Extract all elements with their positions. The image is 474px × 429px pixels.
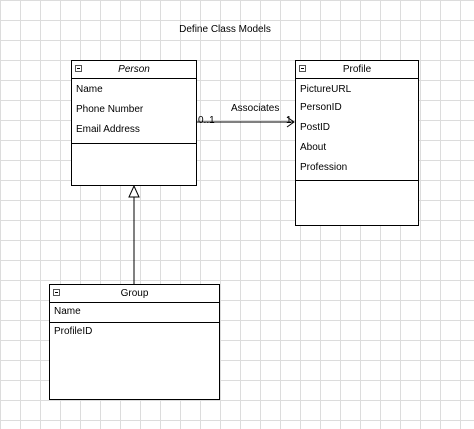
class-profile[interactable]: Profile PictureURL PersonID PostID About… <box>295 60 419 226</box>
diagram-title: Define Class Models <box>179 24 271 35</box>
attribute-profession[interactable]: Profession <box>300 162 348 173</box>
generalization-arrowhead <box>128 184 140 198</box>
class-group-attributes: Name <box>50 303 219 323</box>
class-person[interactable]: Person Name Phone Number Email Address <box>71 60 197 186</box>
class-group-section-2: ProfileID <box>50 323 219 363</box>
class-person-name: Person <box>118 64 150 75</box>
class-group-header[interactable]: Group <box>50 285 219 303</box>
collapse-icon[interactable] <box>299 65 306 72</box>
attribute-about[interactable]: About <box>300 142 327 153</box>
class-group[interactable]: Group Name ProfileID <box>49 284 220 400</box>
collapse-icon[interactable] <box>53 289 60 296</box>
attribute-person-id[interactable]: PersonID <box>300 102 342 113</box>
attribute-profile-id[interactable]: ProfileID <box>54 326 93 337</box>
attribute-post-id[interactable]: PostID <box>300 122 331 133</box>
association-arrowhead <box>286 116 295 128</box>
attribute-phone-number[interactable]: Phone Number <box>76 104 144 115</box>
attribute-name[interactable]: Name <box>76 84 103 95</box>
target-multiplicity-label: 1 <box>286 115 292 126</box>
attribute-name[interactable]: Name <box>54 306 81 317</box>
class-person-header[interactable]: Person <box>72 61 196 79</box>
attribute-email-address[interactable]: Email Address <box>76 124 140 135</box>
collapse-icon[interactable] <box>75 65 82 72</box>
class-profile-header[interactable]: Profile <box>296 61 418 79</box>
attribute-picture-url[interactable]: PictureURL <box>300 84 352 95</box>
class-profile-attributes: PictureURL PersonID PostID About Profess… <box>296 79 418 181</box>
association-label: Associates <box>231 103 280 114</box>
class-group-name: Group <box>120 288 149 299</box>
class-profile-name: Profile <box>342 64 372 75</box>
source-multiplicity-label: 0..1 <box>198 115 215 126</box>
class-person-attributes: Name Phone Number Email Address <box>72 79 196 144</box>
